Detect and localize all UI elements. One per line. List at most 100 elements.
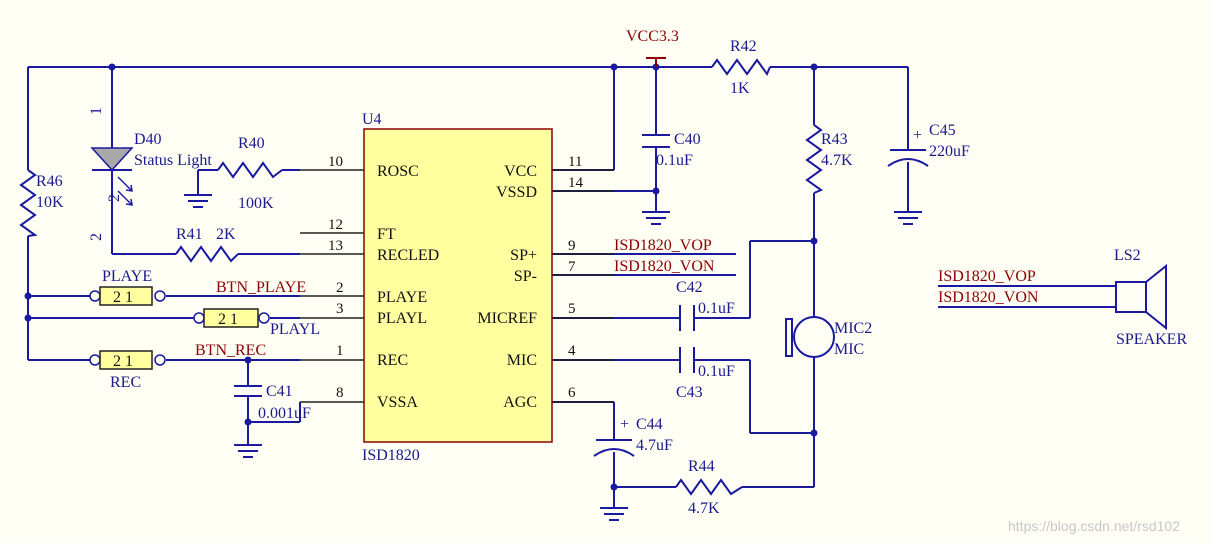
- pin-name: VSSD: [496, 184, 537, 201]
- pin-name: REC: [377, 352, 408, 369]
- c45-plus: +: [913, 127, 922, 144]
- r43-value: 4.7K: [821, 152, 853, 169]
- r44-value: 4.7K: [688, 500, 720, 517]
- r42-value: 1K: [730, 80, 750, 97]
- c43-ref: C43: [676, 384, 703, 401]
- r46-symbol: [19, 169, 38, 237]
- ground-icon: [234, 444, 262, 458]
- c42-ref: C42: [676, 279, 703, 296]
- c42-value: 0.1uF: [698, 300, 735, 317]
- vcc-label: VCC3.3: [626, 28, 679, 45]
- pin-number: 3: [336, 301, 344, 317]
- pin-name: SP-: [514, 268, 537, 285]
- pin-name: AGC: [503, 394, 537, 411]
- pin-name: FT: [377, 226, 396, 243]
- c40-ref: C40: [674, 131, 701, 148]
- labels: VCC3.3 U4 ISD1820 10 ROSC 12 FT 13 RECLE…: [36, 28, 1187, 534]
- watermark: https://blog.csdn.net/rsd102: [1008, 518, 1180, 534]
- r40-symbol: [217, 161, 283, 179]
- pin-number: 8: [336, 385, 344, 401]
- r44-ref: R44: [688, 458, 715, 475]
- capacitors: [234, 134, 929, 457]
- d40-ref: D40: [134, 131, 162, 148]
- pin-name: VSSA: [377, 394, 418, 411]
- c45-value: 220uF: [929, 143, 970, 160]
- ic-pin-stubs: [300, 169, 614, 403]
- speaker-net-von: ISD1820_VON: [938, 289, 1039, 306]
- c40-symbol: [642, 134, 670, 148]
- pin-name: ROSC: [377, 163, 419, 180]
- r46-ref: R46: [36, 173, 63, 190]
- r42-symbol: [711, 58, 771, 77]
- c41-symbol: [234, 385, 262, 397]
- c43-value: 0.1uF: [698, 363, 735, 380]
- c44-symbol: [593, 439, 635, 457]
- net-btn-rec: BTN_REC: [195, 342, 266, 359]
- ground-icon: [894, 211, 922, 225]
- r44-symbol: [675, 478, 743, 496]
- ls2-value: SPEAKER: [1116, 331, 1187, 348]
- pin-number: 5: [568, 301, 576, 317]
- r40-ref: R40: [238, 135, 265, 152]
- playl-ref: PLAYL: [270, 321, 320, 338]
- ground-symbols: [184, 194, 922, 521]
- ground-icon: [642, 211, 670, 225]
- microphone-mic2: [785, 316, 835, 358]
- resistor-zigzags: [19, 58, 824, 496]
- d40-value: Status Light: [134, 152, 212, 169]
- pin-number: 11: [568, 154, 582, 170]
- c40-value: 0.1uF: [656, 152, 693, 169]
- pin-name: MICREF: [477, 310, 537, 327]
- pin-number: 9: [568, 238, 576, 254]
- pin-name: MIC: [507, 352, 537, 369]
- r42-ref: R42: [730, 38, 757, 55]
- ic-part-label: ISD1820: [362, 447, 420, 464]
- c41-value: 0.001uF: [258, 405, 311, 422]
- speaker-ls2: [1115, 263, 1167, 331]
- junction-dots: [24, 63, 818, 491]
- button-playl: [193, 308, 270, 328]
- mic2-value: MIC: [834, 341, 864, 358]
- vcc-symbol: [646, 57, 666, 67]
- c44-ref: C44: [636, 416, 663, 433]
- d40-pin2: 2: [88, 233, 105, 241]
- ic-body: [363, 128, 553, 443]
- playe-pins: 2 1: [113, 289, 133, 306]
- d40-pin1: 1: [88, 107, 105, 115]
- r43-symbol: [805, 124, 824, 194]
- c44-value: 4.7uF: [636, 437, 673, 454]
- pin-number: 10: [328, 154, 343, 170]
- pin-number: 14: [568, 175, 584, 191]
- pin-number: 13: [328, 238, 343, 254]
- pin-number: 2: [336, 280, 344, 296]
- rec-ref: REC: [110, 374, 141, 391]
- c41-ref: C41: [266, 383, 293, 400]
- mic2-ref: MIC2: [834, 320, 872, 337]
- c42-symbol: [679, 305, 695, 331]
- playl-pins: 2 1: [218, 311, 238, 328]
- r40-value: 100K: [238, 195, 274, 212]
- ground-icon: [184, 194, 212, 208]
- pin-name: RECLED: [377, 247, 439, 264]
- led-d40: [90, 147, 134, 206]
- pin-name: PLAYE: [377, 289, 427, 306]
- ls2-ref: LS2: [1114, 247, 1141, 264]
- c45-symbol: [887, 149, 929, 167]
- net-vop: ISD1820_VOP: [614, 237, 712, 254]
- button-playe: [89, 286, 166, 306]
- playe-ref: PLAYE: [102, 268, 152, 285]
- pin-name: SP+: [510, 247, 537, 264]
- pin-number: 4: [568, 343, 576, 359]
- r41-symbol: [175, 245, 239, 263]
- c44-plus: +: [620, 416, 629, 433]
- r43-ref: R43: [821, 131, 848, 148]
- pin-number: 7: [568, 259, 576, 275]
- pin-name: PLAYL: [377, 310, 427, 327]
- speaker-net-vop: ISD1820_VOP: [938, 268, 1036, 285]
- pin-name: VCC: [504, 163, 537, 180]
- r41-ref: R41: [176, 226, 203, 243]
- pin-number: 1: [336, 343, 344, 359]
- pin-number: 6: [568, 385, 576, 401]
- d40-pin2-inner: 2: [106, 194, 123, 202]
